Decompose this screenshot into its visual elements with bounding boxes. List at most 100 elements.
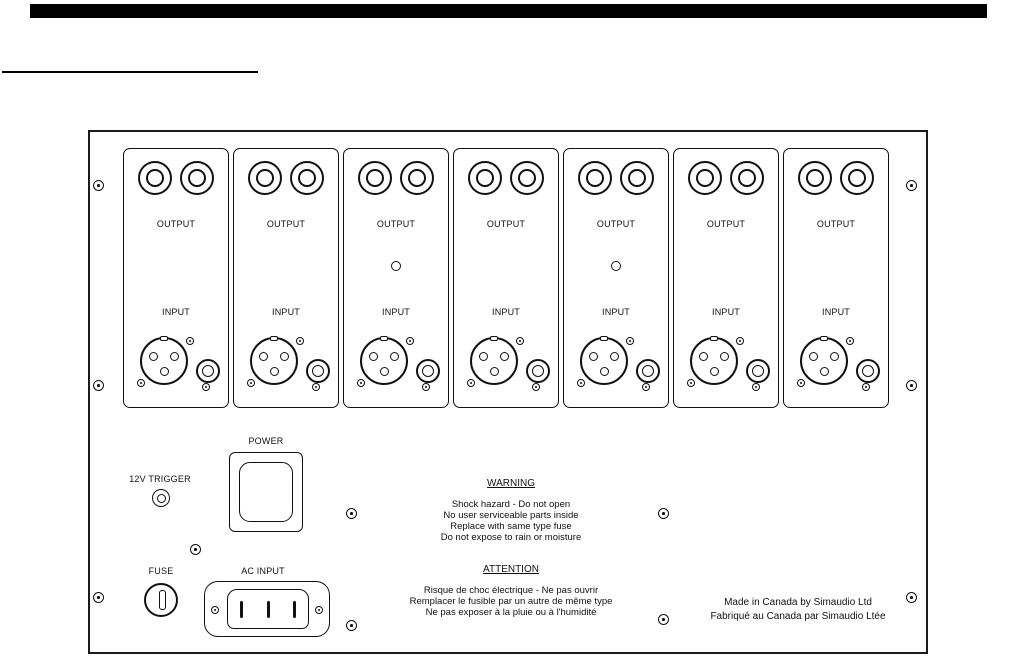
output-jack-left [248, 161, 282, 195]
output-jack-right [290, 161, 324, 195]
output-jack-inner [518, 169, 536, 187]
input-label: INPUT [382, 307, 410, 317]
xlr-pin [500, 352, 509, 361]
output-jack-left [578, 161, 612, 195]
xlr-pin [479, 352, 488, 361]
attention-block: ATTENTION Risque de choc électrique - Ne… [380, 564, 642, 618]
input-label: INPUT [162, 307, 190, 317]
ac-inlet-screw [211, 606, 219, 614]
panel-screw [93, 592, 104, 603]
xlr-pin [379, 367, 389, 376]
output-jacks [344, 161, 448, 195]
rca-input-jack [856, 359, 880, 383]
channel-module-6: OUTPUT INPUT [673, 148, 779, 408]
output-jack-inner [188, 169, 206, 187]
output-label: OUTPUT [596, 219, 636, 229]
output-jack-inner [806, 169, 824, 187]
panel-screw [346, 620, 357, 631]
channel-modules-row: OUTPUT INPUT OUTPUT INPUT [123, 148, 889, 408]
xlr-pin [259, 352, 268, 361]
panel-screw [658, 614, 669, 625]
warning-line: No user serviceable parts inside [443, 510, 579, 521]
output-jack-right [400, 161, 434, 195]
input-label: INPUT [712, 307, 740, 317]
panel-screw [906, 592, 917, 603]
xlr-pin [149, 352, 158, 361]
output-jack-left [798, 161, 832, 195]
xlr-pin [280, 352, 289, 361]
output-jack-right [620, 161, 654, 195]
warning-line: Replace with same type fuse [450, 521, 572, 532]
xlr-pin [170, 352, 179, 361]
rca-input-jack [416, 359, 440, 383]
output-jack-inner [408, 169, 426, 187]
output-jack-inner [848, 169, 866, 187]
xlr-screw [406, 337, 414, 345]
rca-screw [642, 383, 650, 391]
xlr-latch-notch [160, 336, 168, 341]
attention-line: Remplacer le fusible par un autre de mêm… [409, 596, 613, 607]
panel-screw [93, 180, 104, 191]
xlr-pin [159, 367, 169, 376]
rca-input-jack [306, 359, 330, 383]
xlr-latch-notch [380, 336, 388, 341]
origin-line-2: Fabriqué au Canada par Simaudio Ltée [710, 610, 886, 622]
panel-screw [93, 380, 104, 391]
xlr-pin [390, 352, 399, 361]
xlr-pin [709, 367, 719, 376]
output-jacks [784, 161, 888, 195]
xlr-screw [357, 379, 365, 387]
channel-module-4: OUTPUT INPUT [453, 148, 559, 408]
attention-line: Ne pas exposer à la pluie ou à l'humidit… [425, 607, 597, 618]
xlr-pin [819, 367, 829, 376]
output-label: OUTPUT [706, 219, 746, 229]
xlr-pin [699, 352, 708, 361]
output-jack-inner [738, 169, 756, 187]
panel-screw [658, 508, 669, 519]
xlr-latch-notch [270, 336, 278, 341]
xlr-screw [736, 337, 744, 345]
rca-screw [752, 383, 760, 391]
output-label: OUTPUT [156, 219, 196, 229]
xlr-input-connector [800, 336, 848, 385]
rca-screw [312, 383, 320, 391]
channel-module-2: OUTPUT INPUT [233, 148, 339, 408]
output-jack-right [510, 161, 544, 195]
rca-screw [202, 383, 210, 391]
xlr-screw [626, 337, 634, 345]
output-label: OUTPUT [816, 219, 856, 229]
rear-panel-diagram: OUTPUT INPUT OUTPUT INPUT [88, 130, 928, 654]
output-jack-inner [476, 169, 494, 187]
channel-module-7: OUTPUT INPUT [783, 148, 889, 408]
xlr-screw [797, 379, 805, 387]
origin-line-1: Made in Canada by Simaudio Ltd [724, 597, 872, 608]
rca-screw [422, 383, 430, 391]
xlr-input-connector [690, 336, 738, 385]
output-label: OUTPUT [486, 219, 526, 229]
fuse-holder [144, 583, 178, 617]
xlr-screw [577, 379, 585, 387]
rca-input-jack [526, 359, 550, 383]
rca-screw [532, 383, 540, 391]
xlr-screw [247, 379, 255, 387]
fuse-label: FUSE [148, 566, 174, 576]
trigger-label: 12V TRIGGER [129, 474, 191, 484]
heading-underline [2, 71, 258, 73]
output-jack-left [138, 161, 172, 195]
output-jack-inner [298, 169, 316, 187]
input-label: INPUT [272, 307, 300, 317]
xlr-screw [516, 337, 524, 345]
warning-block: WARNING Shock hazard - Do not open No us… [380, 478, 642, 543]
xlr-latch-notch [820, 336, 828, 341]
warning-title: WARNING [487, 478, 535, 489]
input-label: INPUT [602, 307, 630, 317]
input-label: INPUT [822, 307, 850, 317]
vent-hole [391, 261, 401, 271]
xlr-input-connector [140, 336, 188, 385]
power-switch [229, 452, 303, 532]
xlr-input-connector [580, 336, 628, 385]
xlr-screw [846, 337, 854, 345]
xlr-latch-notch [600, 336, 608, 341]
trigger-jack [152, 489, 170, 507]
rca-input-jack [746, 359, 770, 383]
